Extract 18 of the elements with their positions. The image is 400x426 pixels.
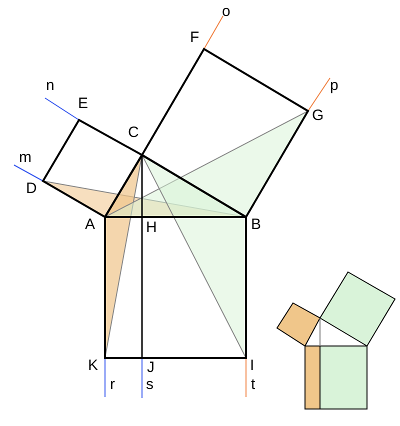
point-label: J xyxy=(147,359,154,376)
point-label: H xyxy=(146,219,157,236)
point-label: n xyxy=(46,77,54,94)
point-label: A xyxy=(85,216,96,233)
point-label: o xyxy=(222,3,230,20)
point-label: p xyxy=(330,77,338,94)
point-label: D xyxy=(26,180,37,197)
point-label: r xyxy=(110,376,115,393)
point-label: I xyxy=(250,357,254,374)
point-label: m xyxy=(19,149,32,166)
point-label: C xyxy=(128,124,139,141)
point-label: F xyxy=(190,29,200,46)
point-label: E xyxy=(78,95,88,112)
point-label: B xyxy=(251,216,262,233)
point-label: K xyxy=(88,357,98,374)
point-label: t xyxy=(251,376,256,393)
point-label: G xyxy=(312,107,324,124)
point-label: s xyxy=(146,376,154,393)
